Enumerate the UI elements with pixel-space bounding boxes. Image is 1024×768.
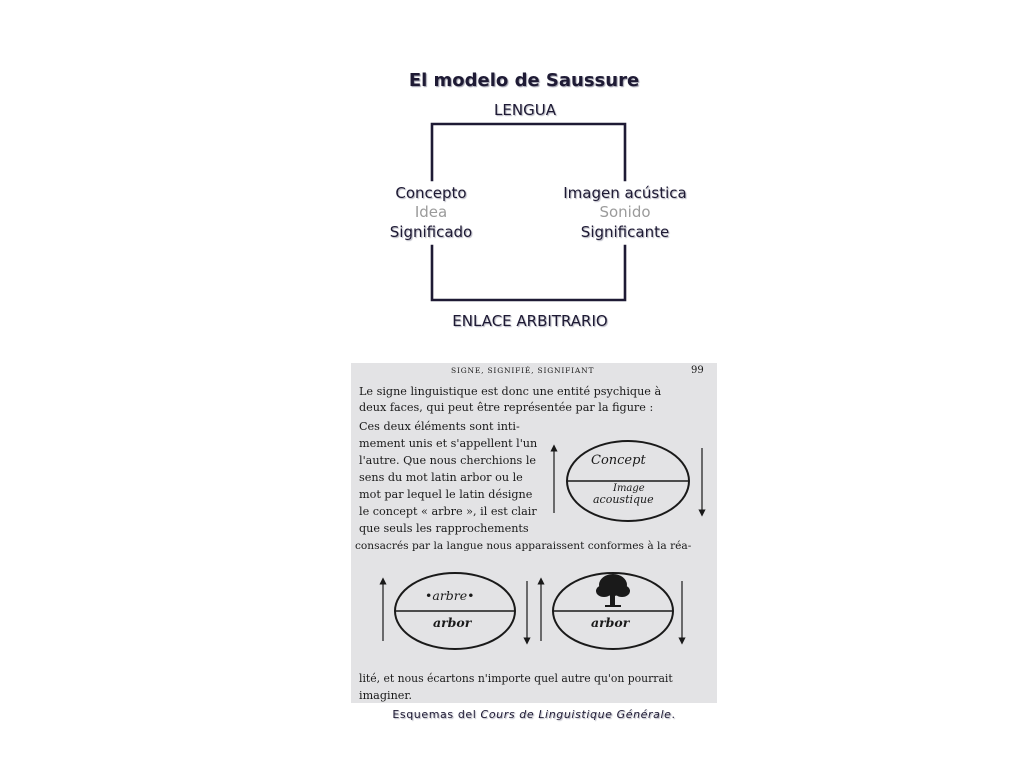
text-line: mement unis et s'appellent l'un — [359, 437, 538, 450]
text-line: l'autre. Que nous cherchions le — [359, 454, 537, 467]
right-label-imagen-acustica: Imagen acústica — [563, 184, 687, 202]
lower-bracket — [430, 244, 627, 302]
text-line: Ces deux éléments sont inti- — [359, 420, 520, 433]
left-label-concepto: Concepto — [395, 184, 467, 202]
text-line: consacrés par la langue nous apparaissen… — [355, 540, 692, 552]
text-line: lité, et nous écartons n'importe quel au… — [359, 672, 673, 685]
text-line: imaginer. — [359, 689, 413, 702]
text-line: le concept « arbre », il est clair — [359, 505, 537, 518]
caption-suffix: . — [671, 708, 676, 721]
text-line: mot par lequel le latin désigne — [359, 488, 533, 501]
page-number: 99 — [691, 365, 704, 376]
figure-caption: Esquemas del Cours de Linguistique Génér… — [351, 708, 717, 721]
left-label-significado: Significado — [389, 223, 473, 241]
oval-label-concept: Concept — [591, 453, 646, 468]
oval-label-arbre: •arbre• — [425, 588, 475, 603]
caption-work-title: Cours de Linguistique Générale — [480, 708, 672, 721]
sign-figures — [379, 440, 706, 650]
bottom-label-enlace: ENLACE ARBITRARIO — [452, 312, 608, 330]
text-line: sens du mot latin arbor ou le — [359, 471, 523, 484]
top-label-lengua: LENGUA — [494, 101, 556, 119]
oval-label-arbor: arbor — [591, 615, 630, 630]
left-label-idea: Idea — [414, 203, 448, 221]
text-line: que seuls les rapprochements — [359, 522, 529, 535]
page-title: El modelo de Saussure — [408, 70, 640, 91]
running-head: SIGNE, SIGNIFIÉ, SIGNIFIANT — [451, 366, 595, 375]
text-line: deux faces, qui peut être représentée pa… — [359, 401, 654, 414]
oval-label-acoustique: acoustique — [593, 493, 654, 506]
book-page-scan: SIGNE, SIGNIFIÉ, SIGNIFIANT 99 Le signe … — [351, 363, 717, 703]
tree-icon — [596, 574, 630, 607]
oval-label-arbor: arbor — [433, 615, 472, 630]
right-label-sonido: Sonido — [599, 203, 651, 221]
right-label-significante: Significante — [580, 223, 670, 241]
upper-bracket — [430, 122, 627, 182]
text-line: Le signe linguistique est donc une entit… — [359, 385, 662, 398]
oval-label-image: Image — [613, 483, 645, 494]
caption-prefix: Esquemas del — [392, 708, 481, 721]
